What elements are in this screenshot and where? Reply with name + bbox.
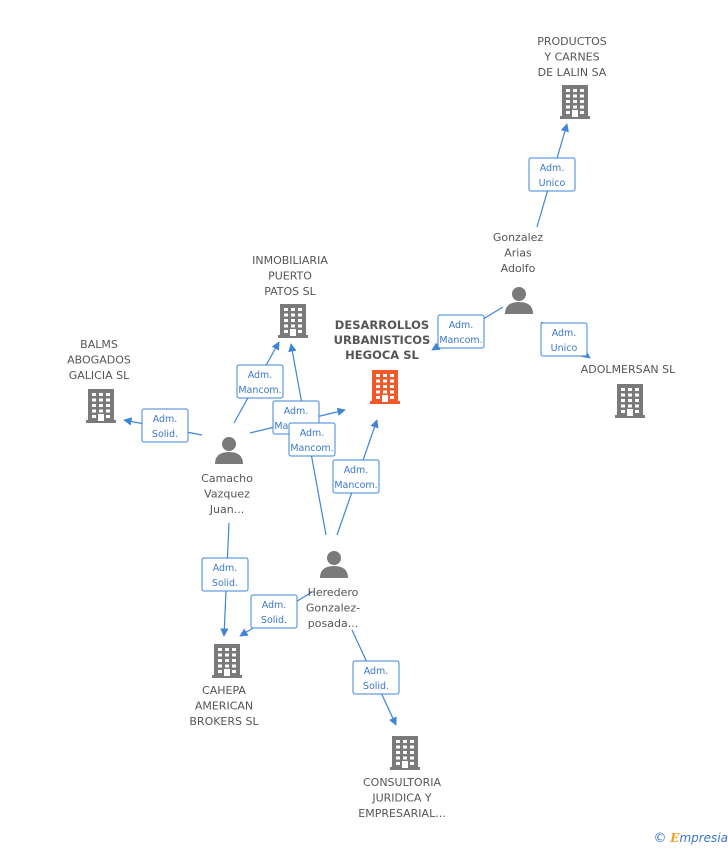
footer-brand: © Empresia <box>653 831 728 846</box>
badge-text: Adm. <box>262 600 287 611</box>
label-line: Camacho <box>201 472 253 485</box>
company-node-consultoria[interactable] <box>390 736 420 770</box>
node-label-balms: BALMS ABOGADOS GALICIA SL <box>67 338 131 382</box>
company-node-desarrollos[interactable] <box>370 370 400 404</box>
building-icon <box>615 384 645 418</box>
building-icon <box>278 304 308 338</box>
label-line: URBANISTICOS <box>334 333 431 347</box>
label-line: PUERTO <box>268 270 312 283</box>
building-icon <box>86 389 116 423</box>
edges <box>123 123 591 726</box>
building-icon <box>390 736 420 770</box>
badge-text: Adm. <box>552 328 577 339</box>
label-line: CONSULTORIA <box>363 776 441 789</box>
label-line: Vazquez <box>204 488 250 501</box>
person-icon <box>320 551 348 578</box>
label-line: Gonzalez <box>493 231 544 244</box>
badge-text: Mancom. <box>238 385 281 396</box>
node-label-cahepa: CAHEPA AMERICAN BROKERS SL <box>189 684 259 728</box>
badge-text: Mancom. <box>290 443 333 454</box>
badge-text: Unico <box>551 343 578 354</box>
building-icon <box>560 85 590 119</box>
role-badge-camacho-balms[interactable]: Adm. Solid. <box>141 408 189 443</box>
building-icon <box>370 370 400 404</box>
company-node-inmobiliaria[interactable] <box>278 304 308 338</box>
role-badge-gonzalez-desarrollos[interactable]: Adm. Mancom. <box>437 314 485 349</box>
role-badge-heredero-consultoria[interactable]: Adm. Solid. <box>352 660 400 695</box>
badge-text: Adm. <box>248 370 273 381</box>
role-badge-heredero-inmobiliaria[interactable]: Adm. Mancom. <box>288 422 336 457</box>
role-badge-heredero-cahepa[interactable]: Adm. Solid. <box>250 594 298 629</box>
copyright-symbol: © <box>653 831 667 846</box>
node-label-productos: PRODUCTOS Y CARNES DE LALIN SA <box>537 35 607 79</box>
label-line: JURIDICA Y <box>371 792 432 805</box>
role-badge-heredero-desarrollos[interactable]: Adm. Mancom. <box>332 459 380 494</box>
company-node-balms[interactable] <box>86 389 116 423</box>
node-label-inmobiliaria: INMOBILIARIA PUERTO PATOS SL <box>252 254 328 298</box>
label-line: PATOS SL <box>264 285 316 298</box>
company-node-adolmersan[interactable] <box>615 384 645 418</box>
label-line: INMOBILIARIA <box>252 254 328 267</box>
badge-text: Mancom. <box>334 480 377 491</box>
person-icon <box>215 437 243 464</box>
company-node-productos[interactable] <box>560 85 590 119</box>
badge-text: Solid. <box>212 578 238 589</box>
person-node-camacho[interactable] <box>215 437 243 464</box>
node-label-adolmersan: ADOLMERSAN SL <box>581 363 676 376</box>
label-line: BROKERS SL <box>189 715 259 728</box>
badge-text: Adm. <box>284 406 309 417</box>
badge-text: Unico <box>539 178 566 189</box>
role-badge-camacho-cahepa[interactable]: Adm. Solid. <box>201 557 249 592</box>
label-line: Juan... <box>209 503 244 516</box>
badge-text: Adm. <box>364 666 389 677</box>
label-line: HEGOCA SL <box>345 348 419 362</box>
label-line: BALMS <box>80 338 118 351</box>
badge-text: Solid. <box>152 429 178 440</box>
badge-text: Adm. <box>540 163 565 174</box>
badge-text: Mancom. <box>439 335 482 346</box>
role-badge-camacho-inmobiliaria[interactable]: Adm. Mancom. <box>236 364 284 399</box>
label-line: ABOGADOS <box>67 354 131 367</box>
label-line: EMPRESARIAL... <box>358 807 445 820</box>
person-node-gonzalez[interactable] <box>505 287 533 314</box>
person-icon <box>505 287 533 314</box>
badge-text: Solid. <box>363 681 389 692</box>
badge-text: Adm. <box>344 465 369 476</box>
label-line: Arias <box>504 247 532 260</box>
label-line: GALICIA SL <box>69 369 130 382</box>
brand-logo-initial: E <box>670 831 680 845</box>
label-line: Gonzalez- <box>306 602 360 615</box>
role-badge-gonzalez-productos[interactable]: Adm. Unico <box>528 157 576 192</box>
label-line: CAHEPA <box>202 684 246 697</box>
label-line: ADOLMERSAN SL <box>581 363 676 376</box>
badge-text: Adm. <box>153 414 178 425</box>
building-icon <box>212 644 242 678</box>
badge-text: Adm. <box>449 320 474 331</box>
brand-logo-text: mpresia <box>679 831 728 845</box>
badge-text: Adm. <box>300 428 325 439</box>
label-line: DE LALIN SA <box>538 66 607 79</box>
person-node-heredero[interactable] <box>320 551 348 578</box>
label-line: Heredero <box>308 586 359 599</box>
role-badge-gonzalez-adolmersan[interactable]: Adm. Unico <box>540 322 588 357</box>
badge-text: Solid. <box>261 615 287 626</box>
label-line: posada... <box>308 617 358 630</box>
node-label-consultoria: CONSULTORIA JURIDICA Y EMPRESARIAL... <box>358 776 445 820</box>
company-node-cahepa[interactable] <box>212 644 242 678</box>
badge-text: Adm. <box>213 563 238 574</box>
label-line: PRODUCTOS <box>537 35 607 48</box>
label-line: Y CARNES <box>543 51 599 64</box>
label-line: Adolfo <box>501 262 536 275</box>
label-line: AMERICAN <box>195 700 253 713</box>
label-line: DESARROLLOS <box>335 318 429 332</box>
